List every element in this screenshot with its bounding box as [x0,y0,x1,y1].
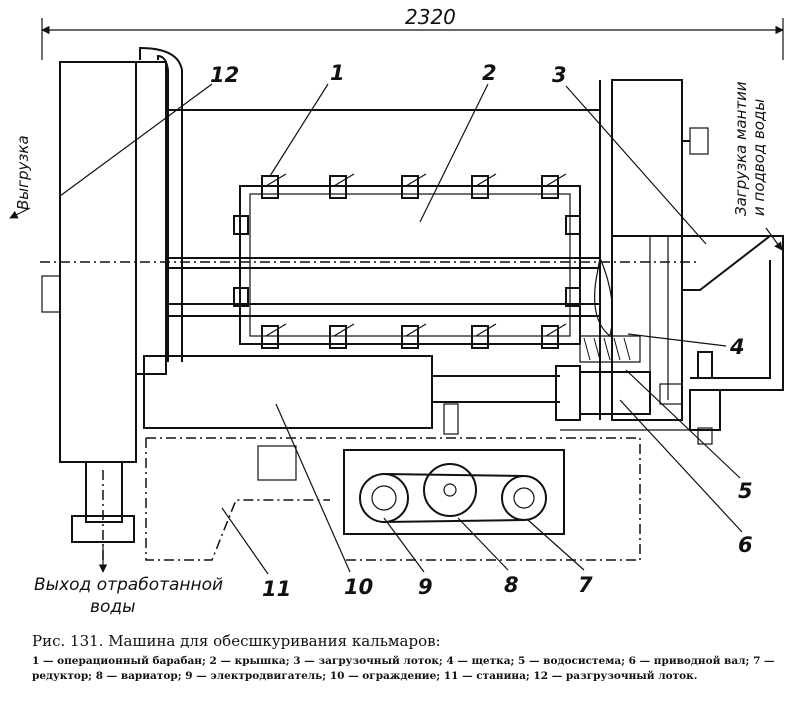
callout-9: 9 [418,575,433,599]
drum-clamp-pin [545,173,567,187]
drum-clamp-pin [405,173,427,187]
callout-8: 8 [504,573,519,597]
callout-12: 12 [210,63,239,87]
drum-clamp-top-4 [471,175,489,199]
drum-clamp-pin [333,323,355,337]
drum-clamps [233,173,581,349]
frame [145,429,720,561]
drum-clamp-top-5 [541,175,559,199]
drum-side-clamp-3 [233,287,249,307]
drum-clamp-bottom-3 [401,325,419,349]
water-outlet-label-2: воды [90,597,136,617]
unloading-label: Выгрузка [14,135,32,210]
operating-drum [40,185,700,345]
unloading-label-group: Выгрузка [9,135,32,219]
caption-title: Рис. 131. Машина для обесшкуривания каль… [32,632,441,650]
drive-unit [343,403,565,535]
drum-clamp-top-2 [329,175,347,199]
loading-label: Загрузка мантии [732,81,750,216]
callout-10: 10 [344,575,373,599]
unloading-housing [41,46,183,560]
drum-clamp-bottom-2 [329,325,347,349]
dimension-line: 2320 [41,5,784,60]
drum-clamp-pin [475,173,497,187]
brush [579,255,641,363]
drum-side-clamp-4 [565,287,581,307]
callout-11: 11 [262,577,291,601]
drum-clamp-bottom-4 [471,325,489,349]
figure-caption: Рис. 131. Машина для обесшкуривания каль… [32,632,780,684]
dimension-label: 2320 [405,5,456,29]
water-outlet-label-1: Выход отработанной [34,575,223,595]
water-outlet-label-group: Выход отработанной воды [34,545,223,617]
water-supply-label: и подвод воды [750,99,768,216]
callout-6: 6 [738,533,753,557]
drum-clamp-bottom-1 [261,325,279,349]
callout-5: 5 [738,479,753,503]
drum-clamp-pin [545,323,567,337]
callout-7: 7 [578,573,593,597]
machine-drawing: 2320 [9,5,784,617]
drum-clamp-pin [265,323,287,337]
drum-clamp-pin [333,173,355,187]
drum-side-clamp-2 [565,215,581,235]
callout-3: 3 [552,63,567,87]
guard [143,355,560,429]
drum-clamp-top-3 [401,175,419,199]
callout-numbers: 1 2 3 4 5 6 7 8 9 10 11 12 [210,61,753,601]
drum-clamp-pin [265,173,287,187]
callout-leaders [59,83,743,575]
drum-clamp-pin [405,323,427,337]
drive-shaft [555,365,683,421]
callout-4: 4 [729,335,745,359]
water-system-pipe [689,260,784,445]
drum-clamp-bottom-5 [541,325,559,349]
callout-1: 1 [330,61,345,85]
drum-clamp-pin [475,323,497,337]
loading-label-group: Загрузка мантии и подвод воды [732,81,783,251]
callout-2: 2 [482,61,497,85]
drum-side-clamp-1 [233,215,249,235]
caption-legend: 1 — операционный барабан; 2 — крышка; 3 … [32,655,775,682]
machine-body [166,79,709,421]
